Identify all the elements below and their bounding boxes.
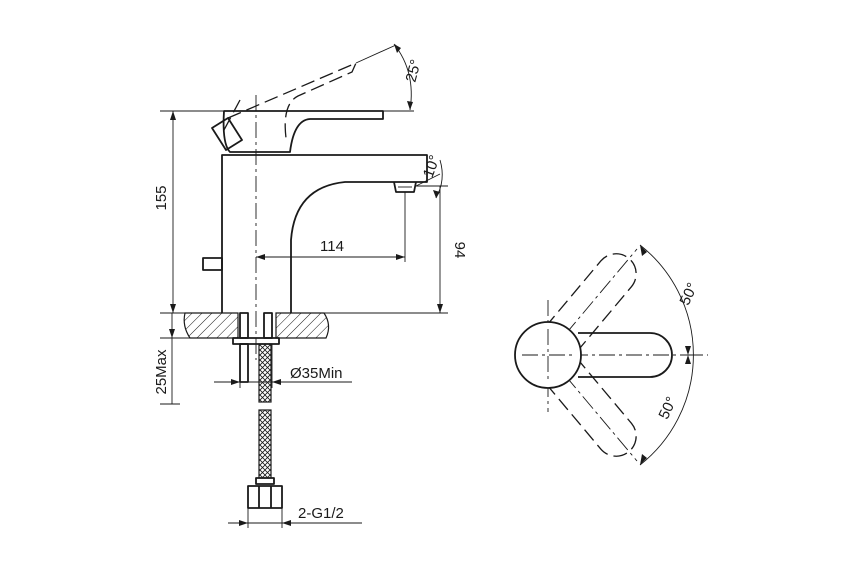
dim-hole-diameter-label: Ø35Min <box>290 365 343 382</box>
supply-hose-upper <box>258 343 272 403</box>
side-view: 155 114 94 10° 25° 25Max <box>153 43 468 528</box>
dim-spout-height-label: 94 <box>451 242 468 259</box>
mounting-stud <box>239 343 249 383</box>
countertop-section-right <box>275 312 330 339</box>
lever-handle-outline <box>222 110 384 153</box>
top-view: 50° 50° <box>514 244 708 466</box>
faucet-body-top <box>514 321 582 389</box>
dim-aerator-angle-label: 10° <box>420 153 444 180</box>
hose-nut <box>247 485 283 509</box>
dim-hose-thread-label: 2-G1/2 <box>298 505 344 522</box>
lever-tilted-dashed <box>227 61 358 139</box>
popup-rod-knob <box>202 257 223 271</box>
lever-cartridge-outline <box>211 117 243 151</box>
dim-reach-label: 114 <box>320 238 344 255</box>
countertop-section-left <box>183 312 239 339</box>
dim-rotation-lower-label: 50° <box>655 394 680 422</box>
dim-rotation-upper-label: 50° <box>676 280 701 308</box>
dim-height-label: 155 <box>153 185 170 210</box>
dim-deck-thickness-label: 25Max <box>153 349 170 395</box>
lever-handle-top <box>578 332 673 378</box>
faucet-body-outline <box>221 154 428 313</box>
supply-hose-lower <box>258 409 272 479</box>
dim-lever-angle-label: 25° <box>403 58 425 84</box>
